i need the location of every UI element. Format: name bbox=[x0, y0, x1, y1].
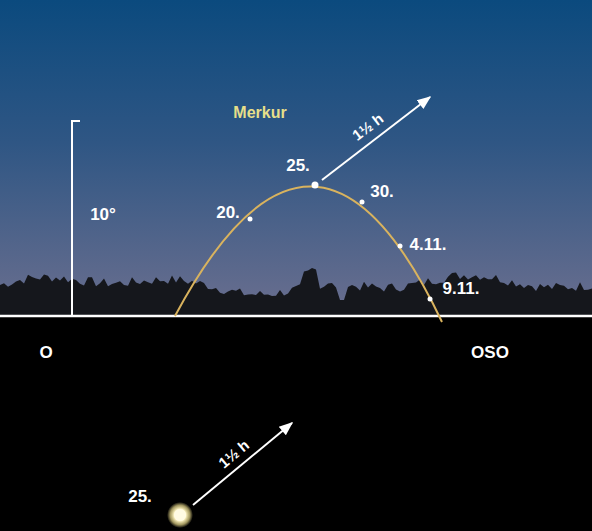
planet-name: Merkur bbox=[233, 104, 286, 122]
scale-bar bbox=[72, 121, 80, 316]
motion-arrow bbox=[193, 423, 292, 505]
tree-line bbox=[0, 268, 592, 316]
motion-arrow bbox=[322, 97, 430, 180]
horizon-line bbox=[0, 315, 592, 318]
twilight-sky bbox=[0, 0, 592, 316]
date-dots bbox=[248, 182, 433, 302]
date-label: 9.11. bbox=[443, 280, 480, 299]
date-label: 20. bbox=[216, 204, 240, 223]
date-label: 4.11. bbox=[410, 236, 447, 255]
date-label: 25. bbox=[286, 157, 310, 176]
mercury-symbol bbox=[167, 502, 193, 528]
date-label: 25. bbox=[128, 488, 152, 507]
direction-label: OSO bbox=[471, 344, 509, 363]
scale-label: 10° bbox=[90, 206, 116, 225]
ground bbox=[0, 316, 592, 531]
date-label: 30. bbox=[370, 183, 394, 202]
direction-label: O bbox=[39, 344, 52, 363]
mercury-path bbox=[175, 186, 442, 322]
mercury-disc bbox=[174, 509, 186, 521]
